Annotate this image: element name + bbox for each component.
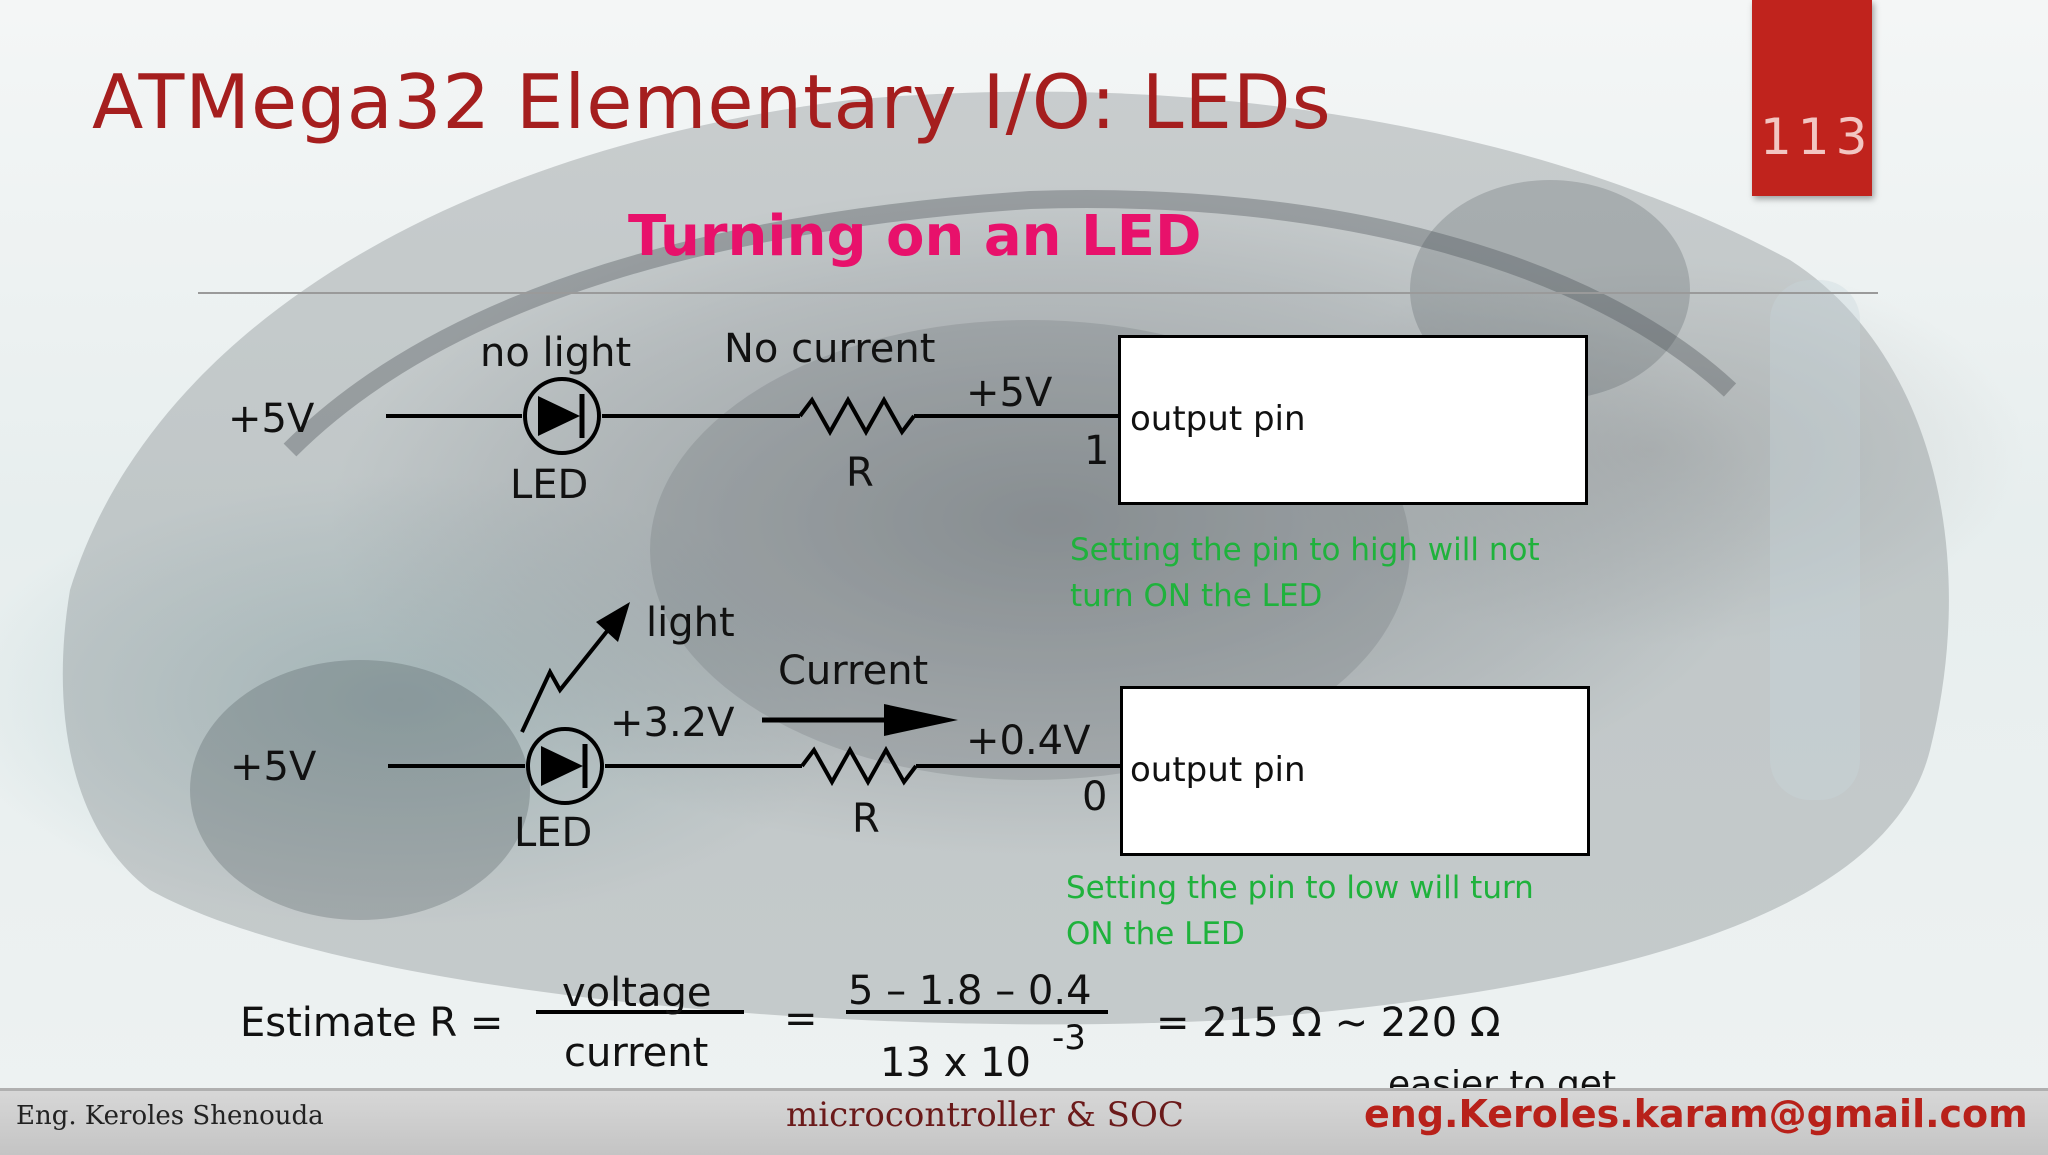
footer-author: Eng. Keroles Shenouda: [16, 1101, 324, 1131]
top-supply-voltage: +5V: [228, 396, 315, 442]
light-emission-arrow: [520, 602, 630, 733]
bottom-led-label: LED: [514, 810, 593, 856]
formula-result: = 215 Ω ~ 220 Ω: [1156, 1000, 1501, 1046]
formula-numerator-1: voltage: [562, 970, 712, 1016]
bottom-output-pin-box: [1120, 686, 1590, 856]
formula-denominator-2: 13 x 10: [880, 1040, 1031, 1086]
top-current-label: No current: [724, 326, 936, 372]
top-pin-value: 1: [1084, 428, 1110, 474]
title-divider: [198, 292, 1878, 294]
top-resistor-label: R: [846, 450, 874, 496]
formula-equals: =: [784, 996, 818, 1042]
bottom-note-line-2: ON the LED: [1066, 916, 1245, 952]
formula-denominator-1: current: [564, 1030, 709, 1076]
top-led-label: LED: [510, 462, 589, 508]
top-note-line-2: turn ON the LED: [1070, 578, 1323, 614]
top-led-state: no light: [480, 330, 632, 376]
formula-numerator-2: 5 – 1.8 – 0.4: [848, 968, 1092, 1014]
bottom-led-symbol: [526, 727, 604, 805]
bottom-circuit-wires: [388, 745, 1120, 787]
top-output-pin-label: output pin: [1130, 399, 1306, 439]
bottom-resistor-label: R: [852, 796, 880, 842]
footer-course: microcontroller & SOC: [786, 1095, 1184, 1135]
bottom-pin-value: 0: [1082, 774, 1108, 820]
top-led-symbol: [523, 377, 601, 455]
bottom-current-label: Current: [778, 648, 929, 694]
footer-bar: [0, 1088, 2048, 1155]
top-node-voltage: +5V: [966, 370, 1053, 416]
bottom-led-voltage: +3.2V: [610, 700, 735, 746]
bottom-note-line-1: Setting the pin to low will turn: [1066, 870, 1534, 906]
top-output-pin-box: [1118, 335, 1588, 505]
page-number: 113: [1760, 108, 1874, 166]
slide-title: ATMega32 Elementary I/O: LEDs: [92, 58, 1332, 146]
current-arrow: [762, 704, 958, 736]
page-number-tab: [1752, 0, 1872, 196]
formula-lhs: Estimate R =: [240, 1000, 504, 1046]
bottom-led-state: light: [646, 600, 735, 646]
top-note-line-1: Setting the pin to high will not: [1070, 532, 1540, 568]
formula-exponent: -3: [1052, 1018, 1086, 1058]
bottom-supply-voltage: +5V: [230, 744, 317, 790]
footer-email: eng.Keroles.karam@gmail.com: [1364, 1092, 2028, 1136]
top-circuit-wires: [386, 395, 1118, 437]
bottom-node-voltage: +0.4V: [966, 718, 1091, 764]
slide-subtitle: Turning on an LED: [628, 204, 1202, 269]
bottom-output-pin-label: output pin: [1130, 750, 1306, 790]
